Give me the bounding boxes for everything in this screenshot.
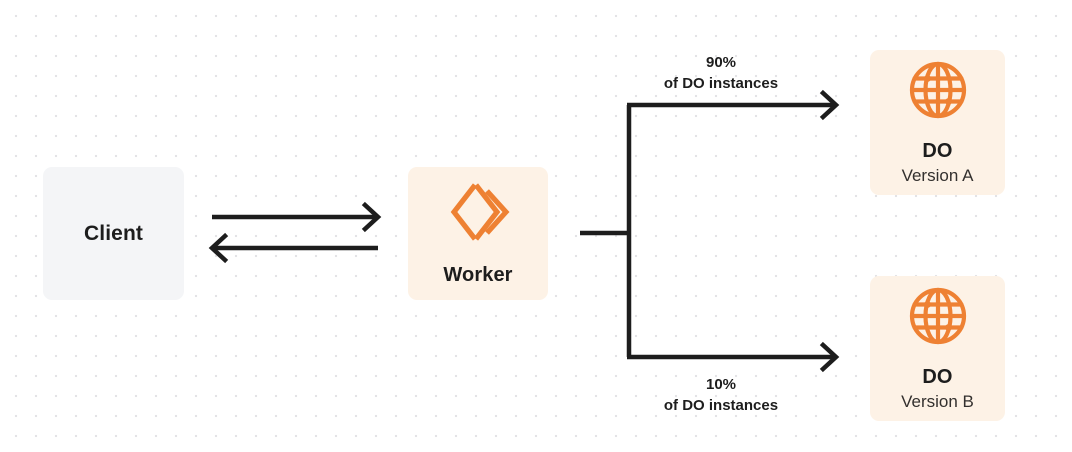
globe-icon — [906, 284, 970, 353]
arrow-worker-to-do-b — [627, 341, 840, 373]
arrow-worker-to-do-a — [627, 89, 840, 121]
edge-label-do-a-percent: 90% — [705, 54, 737, 71]
node-do-a-label: DO — [922, 139, 953, 162]
arrow-client-to-worker — [212, 201, 382, 233]
edge-label-do-b-percent: 10% — [705, 376, 737, 393]
branch-connector — [580, 105, 632, 357]
edge-label-do-b: 10% of DO instances — [621, 374, 821, 417]
node-worker[interactable]: Worker — [408, 167, 548, 300]
node-worker-label: Worker — [443, 264, 513, 286]
node-do-a-version: Version A — [901, 165, 974, 185]
node-client-label: Client — [84, 221, 143, 245]
node-do-b-label: DO — [922, 365, 953, 388]
edge-label-do-a-caption: of DO instances — [663, 75, 779, 93]
cloudflare-workers-icon — [445, 180, 511, 249]
globe-icon — [906, 58, 970, 127]
node-do-version-a[interactable]: DO Version A — [870, 50, 1005, 195]
node-do-b-version: Version B — [901, 391, 974, 411]
edge-label-do-a: 90% of DO instances — [621, 52, 821, 95]
node-do-version-b[interactable]: DO Version B — [870, 276, 1005, 421]
edge-label-do-b-caption: of DO instances — [663, 397, 779, 415]
node-client[interactable]: Client — [43, 167, 184, 300]
arrow-worker-to-client — [208, 232, 378, 264]
